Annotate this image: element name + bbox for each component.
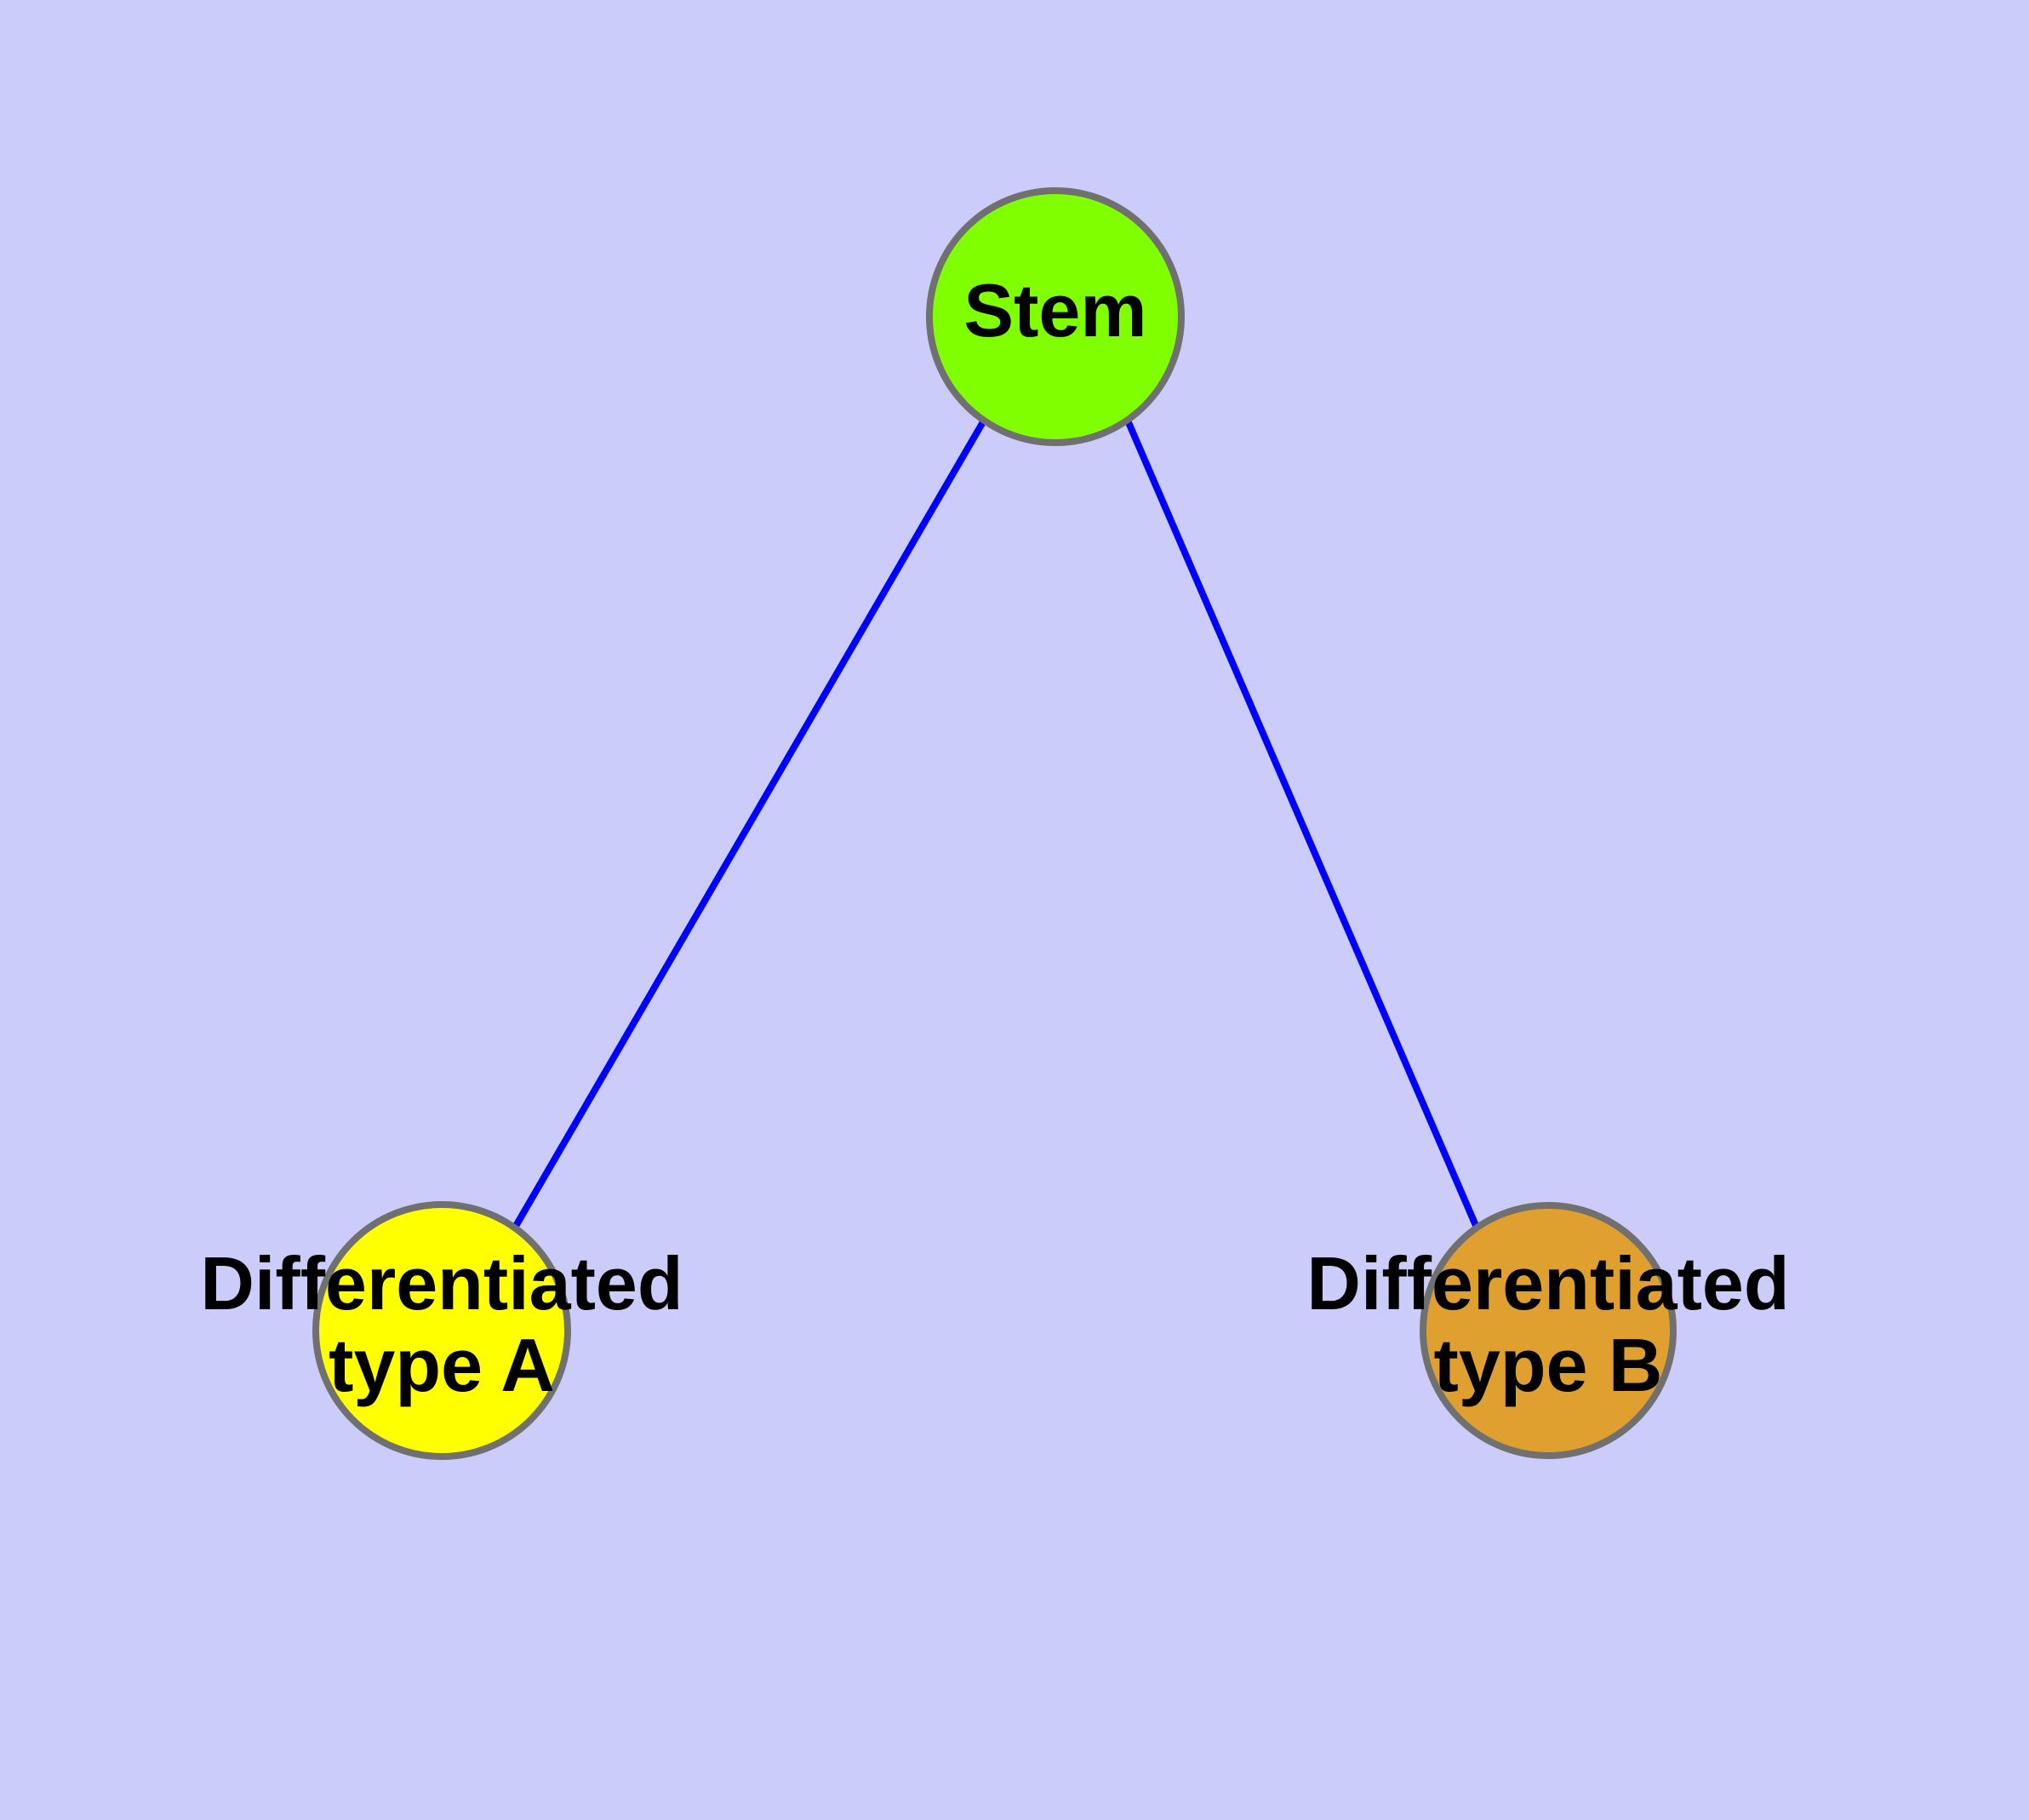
edge-stem-to-differentiated-type-b[interactable] bbox=[1124, 419, 1480, 1229]
edges-layer bbox=[512, 418, 1480, 1230]
node-stem[interactable] bbox=[926, 187, 1185, 446]
node-label-stem: Stem bbox=[963, 268, 1146, 352]
node-differentiated-type-a[interactable] bbox=[312, 1201, 571, 1460]
nodes-layer bbox=[312, 187, 1677, 1460]
node-differentiated-type-b[interactable] bbox=[1420, 1202, 1677, 1459]
edge-stem-to-differentiated-type-a[interactable] bbox=[512, 418, 987, 1230]
